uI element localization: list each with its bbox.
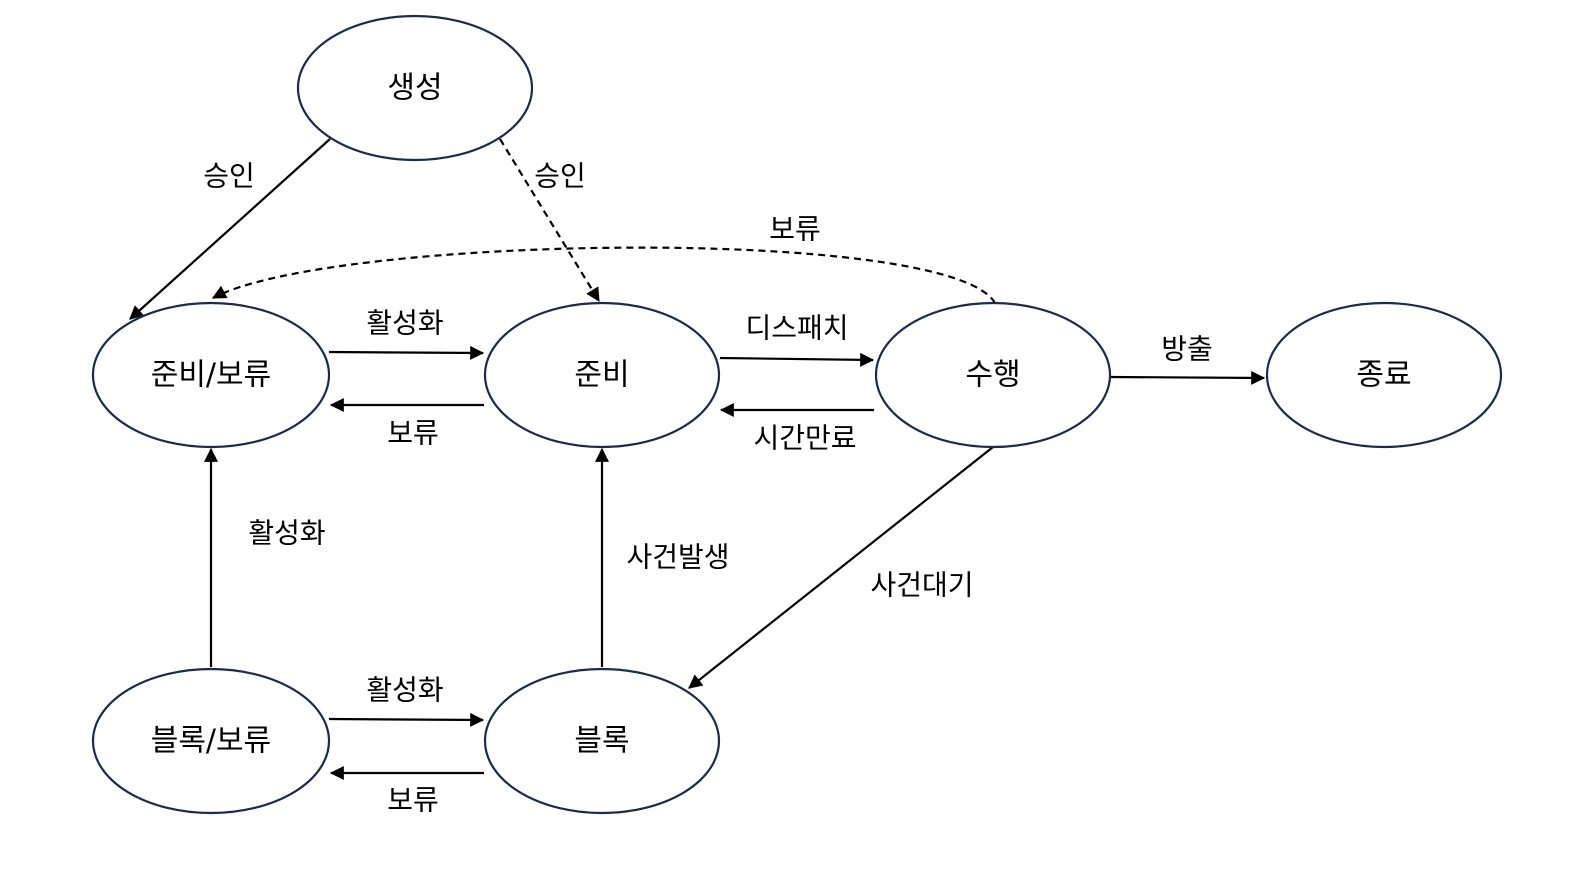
edge-admit-create-to-ready <box>499 138 600 302</box>
label-admit-left: 승인 <box>203 160 255 193</box>
edge-activate-ready-suspend-to-ready <box>328 345 485 360</box>
label-event-occurs: 사건발생 <box>626 541 729 574</box>
edge-event-wait <box>688 446 994 689</box>
label-event-wait: 사건대기 <box>870 569 973 602</box>
state-exit-label: 종료 <box>1356 358 1411 393</box>
state-ready-suspend: 준비/보류 <box>91 301 331 449</box>
state-create-label: 생성 <box>387 71 442 106</box>
label-activate-blocked-suspend: 활성화 <box>366 674 443 707</box>
label-timeout: 시간만료 <box>753 422 856 455</box>
label-suspend-ready: 보류 <box>387 417 439 450</box>
edge-admit-create-to-ready-suspend <box>129 138 331 320</box>
state-ready-suspend-label: 준비/보류 <box>151 358 272 393</box>
state-ready: 준비 <box>483 301 721 449</box>
state-exit: 종료 <box>1265 301 1503 449</box>
edge-dispatch <box>719 352 875 367</box>
label-dispatch: 디스패치 <box>745 312 848 345</box>
state-create: 생성 <box>296 14 534 162</box>
edge-suspend-running-to-ready-suspend <box>211 246 996 304</box>
label-release: 방출 <box>1161 333 1213 366</box>
state-blocked-suspend: 블록/보류 <box>91 667 331 815</box>
state-running: 수행 <box>874 301 1112 449</box>
state-blocked-label: 블록 <box>574 724 629 759</box>
edge-release <box>1110 370 1266 385</box>
label-suspend-blocked: 보류 <box>387 784 439 817</box>
state-blocked: 블록 <box>483 667 721 815</box>
label-activate-ready-suspend: 활성화 <box>366 307 443 340</box>
label-suspend-running: 보류 <box>769 213 821 246</box>
state-blocked-suspend-label: 블록/보류 <box>151 724 272 759</box>
edge-activate-blocked-suspend-to-blocked <box>328 712 485 727</box>
label-activate-blocked-suspend-up: 활성화 <box>248 517 325 550</box>
state-running-label: 수행 <box>965 358 1020 393</box>
label-admit-right: 승인 <box>534 160 586 193</box>
state-ready-label: 준비 <box>574 358 629 393</box>
